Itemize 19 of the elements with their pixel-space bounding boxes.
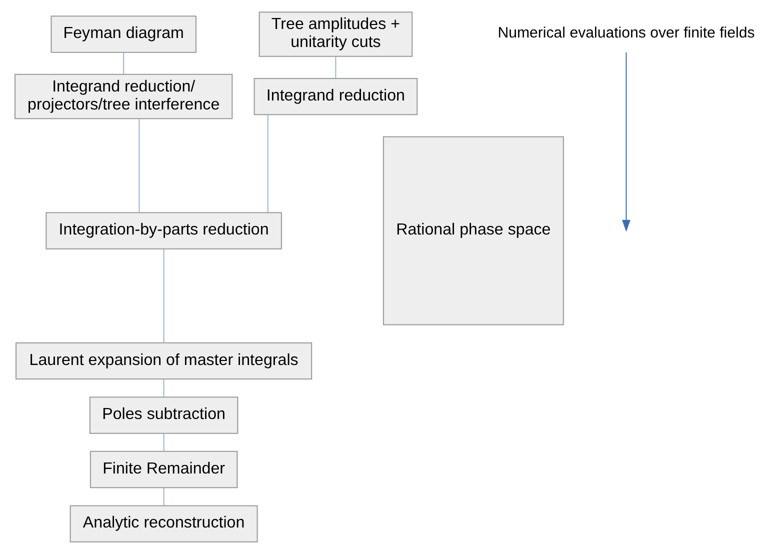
node-box: Poles subtraction [88,396,238,434]
connector [138,118,140,212]
connector [162,434,164,452]
connector [162,488,164,506]
node-box: Analytic reconstruction [69,505,258,542]
node-box: Integrand reduction/ projectors/tree interference [14,74,232,120]
connector [266,114,268,212]
node-box: Rational phase space [382,136,564,326]
node-box: Feyman diagram [50,16,196,53]
node-box: Finite Remainder [89,450,238,488]
node-box: Integration-by-parts reduction [45,212,282,250]
node-box: Laurent expansion of master integrals [15,342,312,380]
connector [334,56,336,78]
connector [162,248,164,343]
node-box: Integrand reduction [253,78,418,116]
label: Numerical evaluations over finite fields [497,24,754,42]
node-box: Tree amplitudes + unitarity cuts [258,12,412,57]
connector [122,52,124,74]
connector [162,379,164,397]
